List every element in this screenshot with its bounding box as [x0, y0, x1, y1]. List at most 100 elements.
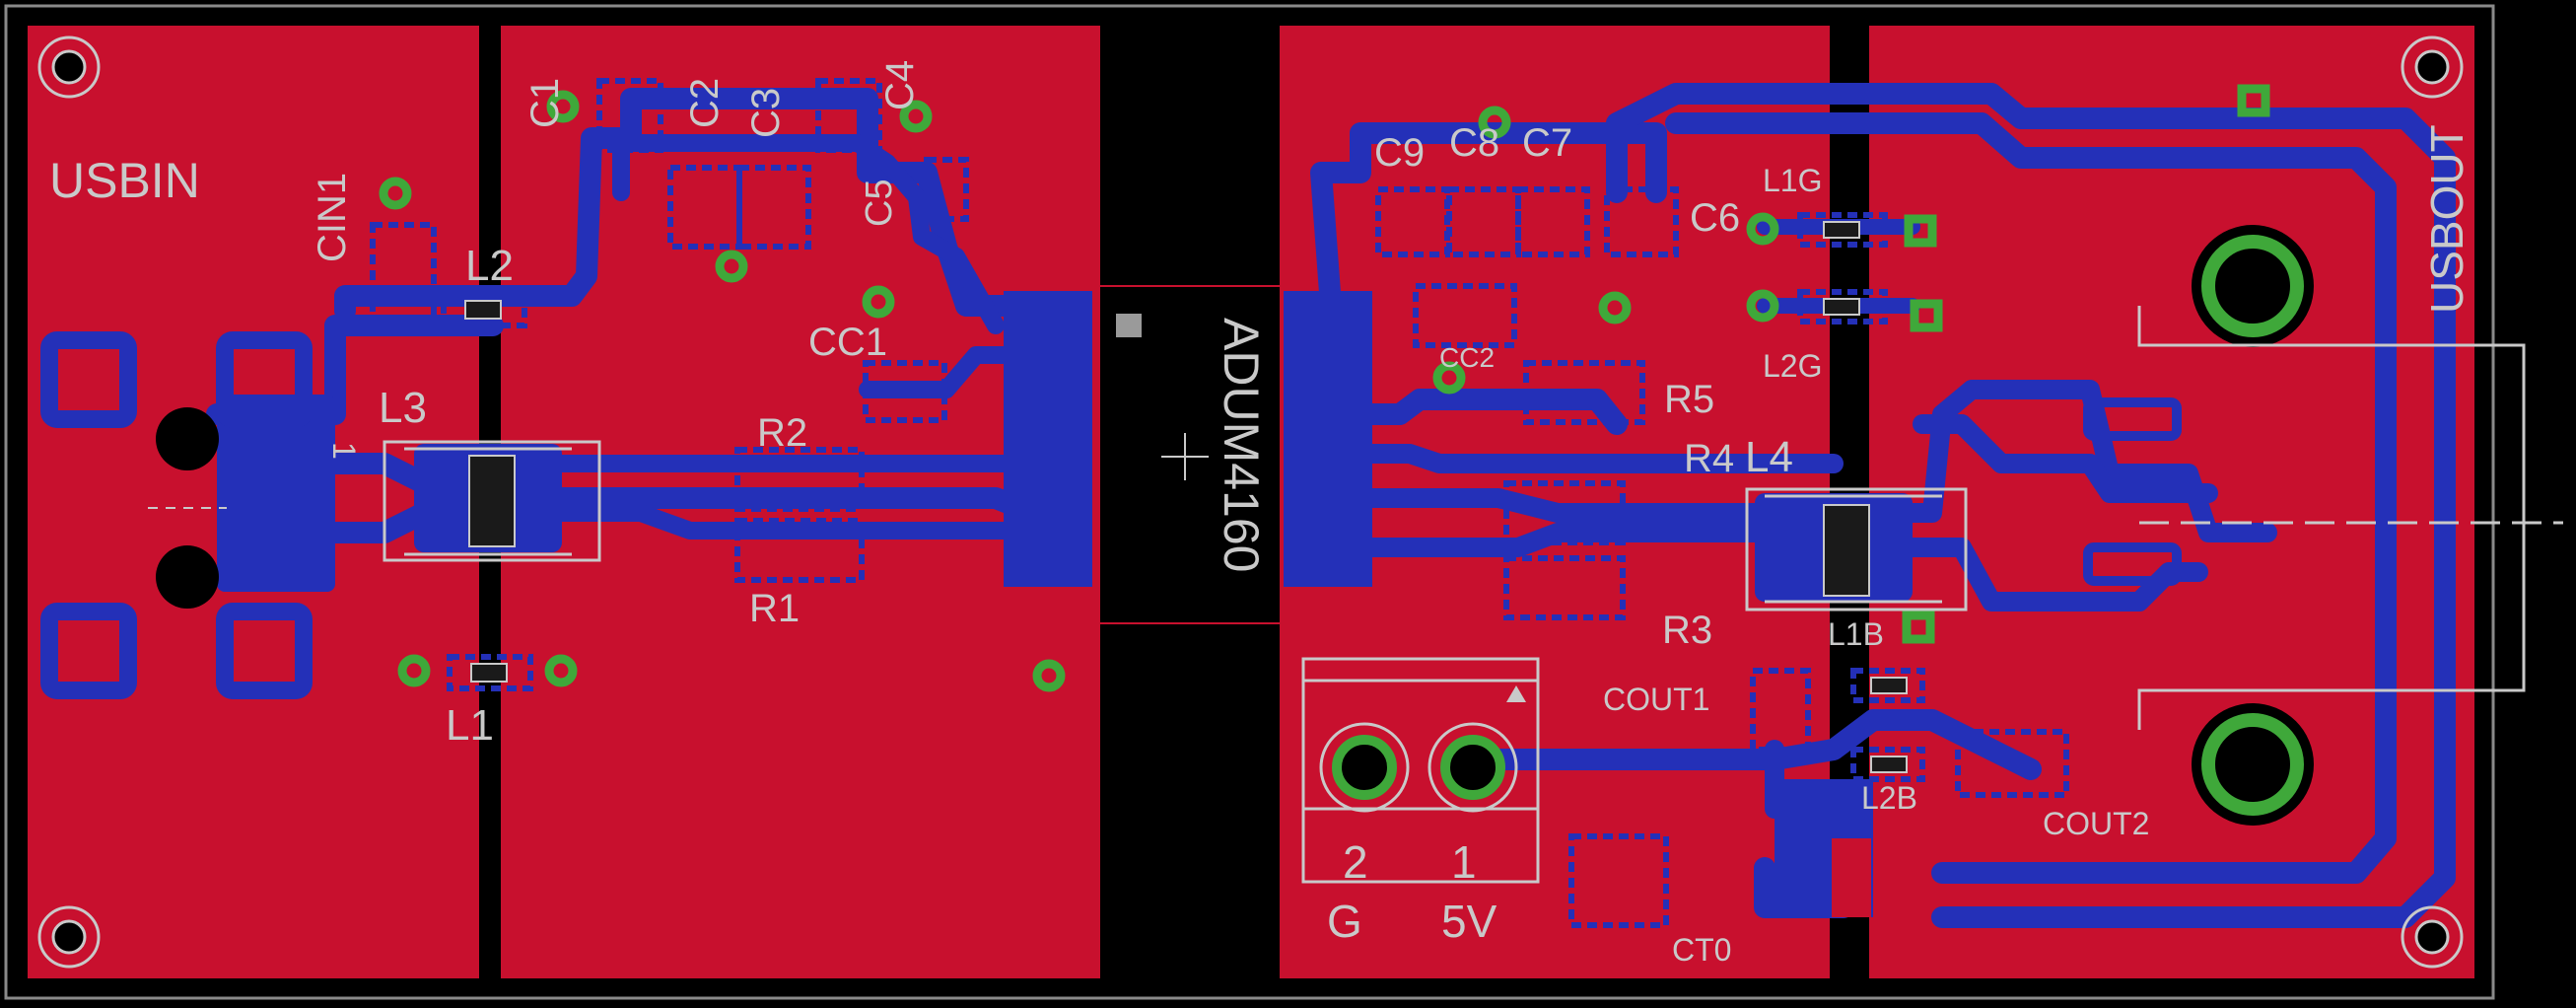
body-l4: [1823, 504, 1870, 597]
usbout-ring-top-inner: [2201, 235, 2304, 337]
terminal-label-1: 1: [1451, 836, 1477, 888]
fp-l1b: [1850, 668, 1925, 703]
fp-c3: [736, 165, 811, 250]
fp-c5: [924, 157, 969, 222]
block-ic-right: [1284, 291, 1372, 587]
label-c3: C3: [744, 88, 788, 138]
usbin-hole-2: [156, 545, 219, 609]
silk-l4: [1745, 487, 1968, 612]
label-l2: L2: [465, 242, 514, 290]
label-c4: C4: [878, 60, 922, 110]
terminal-pin-1-ring: [1427, 722, 1518, 813]
fp-r4: [1503, 480, 1626, 545]
label-r3: R3: [1662, 609, 1712, 652]
usbin-pad-tl: [40, 331, 137, 428]
inductor-silk: [383, 440, 1968, 612]
usbout-connector: [2083, 225, 2563, 826]
usbin-pin1-mark: 1: [326, 442, 362, 460]
sq-via-1: [2237, 84, 2270, 117]
trace-out-3: [1301, 488, 1844, 523]
board-outline: [4, 4, 2495, 1000]
trace-diff-1: [1834, 380, 2277, 542]
fp-cc2: [1413, 283, 1517, 348]
usbin-pin-5: [235, 548, 323, 558]
via-6: [397, 654, 431, 687]
body-l2: [464, 300, 502, 320]
via-7: [544, 654, 578, 687]
terminal-label-g: G: [1327, 896, 1362, 947]
body-l1g: [1823, 221, 1860, 239]
silk-l3: [383, 440, 601, 562]
usbin-pad-tr: [216, 331, 313, 428]
body-l1: [470, 663, 508, 683]
mount-hole-tl: [37, 36, 101, 99]
label-r1: R1: [749, 587, 800, 630]
inductor-bodies: [464, 221, 1908, 773]
label-c7: C7: [1522, 121, 1572, 165]
label-l1g: L1G: [1763, 163, 1822, 198]
mount-hole-br: [2401, 905, 2464, 969]
via-10: [1432, 361, 1466, 395]
label-usbout: USBOUT: [2421, 124, 2472, 314]
trace-top-loop-2: [612, 134, 1005, 334]
sq-via-3: [1910, 299, 1943, 332]
usbout-pad-2: [2083, 542, 2182, 586]
usbout-pad-1: [2083, 397, 2182, 441]
fp-ct0: [1568, 833, 1669, 928]
label-l1: L1: [446, 701, 494, 750]
usbout-ring-bot-inner: [2201, 713, 2304, 816]
fp-cin1: [370, 222, 437, 336]
label-r2: R2: [757, 411, 807, 455]
body-l3: [468, 455, 516, 547]
fp-c2: [667, 165, 742, 250]
usbin-pin-3: [235, 509, 323, 519]
fp-cout1: [1750, 668, 1811, 753]
fp-c6: [1604, 186, 1679, 257]
fp-cout2: [1955, 729, 2069, 798]
terminal-pin-2: [1332, 735, 1397, 800]
terminal-outline: [1301, 657, 1540, 884]
usbout-silk-body: [2137, 306, 2526, 730]
usbin-pin-1: [235, 469, 323, 479]
block-ic-left: [1004, 291, 1092, 587]
body-l2b: [1870, 756, 1908, 773]
usbin-connector: [40, 331, 313, 699]
body-l1b: [1870, 677, 1908, 694]
usbin-hole-1: [156, 407, 219, 470]
via-2: [546, 90, 580, 123]
label-c8: C8: [1449, 121, 1499, 165]
via-13: [1746, 289, 1779, 323]
mount-hole-bl: [37, 905, 101, 969]
usbin-pad-bl: [40, 603, 137, 699]
fp-r1: [734, 518, 865, 583]
label-cout1: COUT1: [1603, 682, 1709, 717]
label-cin1: CIN1: [311, 173, 354, 262]
terminal-label-2: 2: [1343, 836, 1368, 888]
via-11: [1598, 291, 1632, 324]
terminal-pin-1: [1440, 735, 1505, 800]
fp-c7: [1515, 186, 1590, 257]
fp-c4: [815, 78, 882, 153]
terminal-label-5v: 5V: [1441, 896, 1497, 947]
sq-via-4: [1902, 611, 1935, 644]
usbin-pin-2: [235, 489, 323, 499]
label-l3: L3: [379, 384, 427, 432]
fp-l2b: [1850, 747, 1925, 782]
top-pad-ct0: [1832, 838, 1871, 917]
label-l4: L4: [1745, 433, 1793, 481]
trace-usbout-1: [1606, 83, 2456, 928]
fp-c8: [1446, 186, 1521, 257]
trace-usbout-2: [1665, 112, 2397, 884]
fp-r5: [1523, 360, 1645, 425]
label-l1b: L1B: [1828, 616, 1884, 652]
fp-c1: [596, 78, 663, 153]
label-c6: C6: [1690, 196, 1740, 240]
via-4: [899, 100, 933, 133]
via-1: [379, 177, 412, 210]
vias: [379, 90, 1779, 692]
fp-l2g: [1797, 289, 1888, 324]
usbin-pins: [235, 469, 323, 558]
label-cc2: CC2: [1439, 342, 1495, 373]
square-vias: [1902, 84, 2270, 644]
